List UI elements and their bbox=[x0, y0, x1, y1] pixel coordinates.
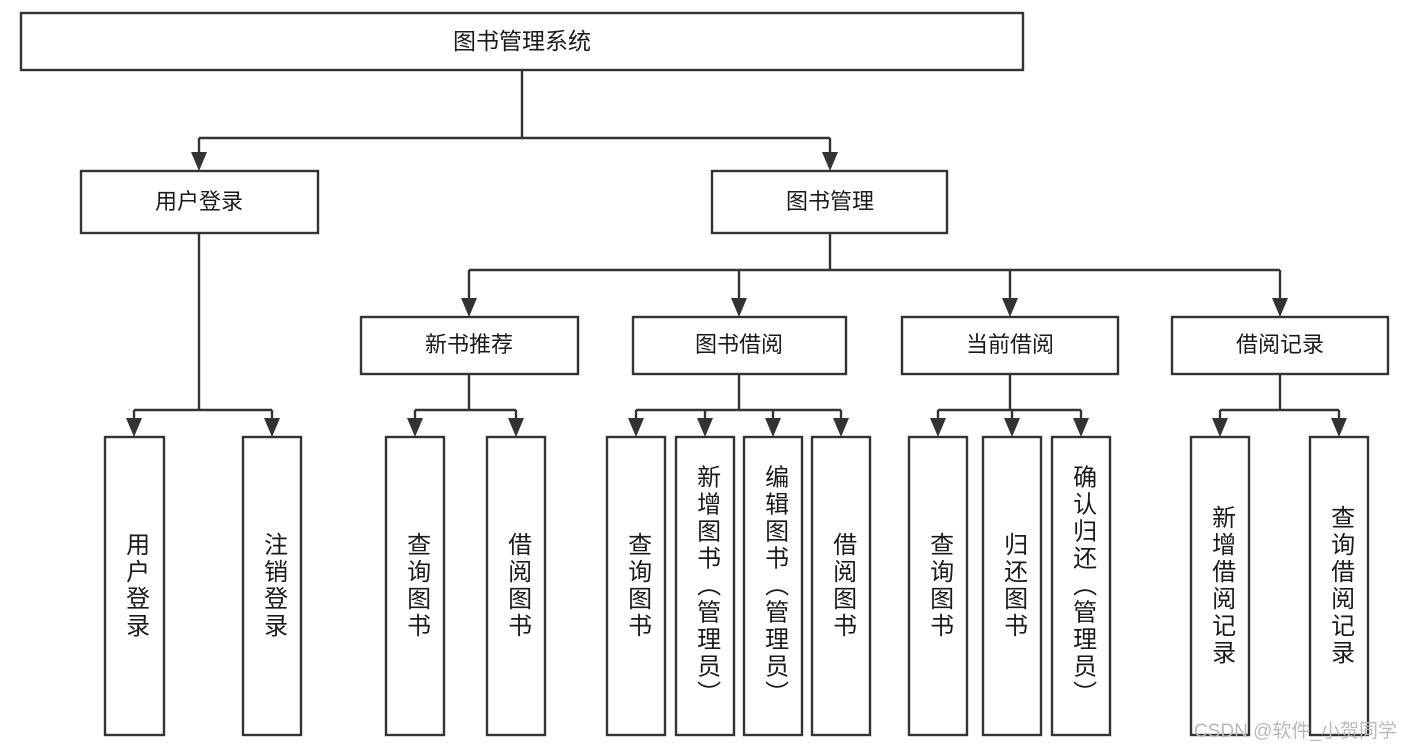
node-book-borrow-box[interactable] bbox=[631, 315, 848, 376]
leaf-node[interactable]: 新增图书（管理员） bbox=[674, 435, 736, 737]
connector-root-trunk bbox=[197, 70, 832, 160]
connector-book-manage-trunk bbox=[467, 233, 1282, 306]
arrowhead-leaf-edit-book bbox=[765, 418, 781, 437]
node-root-label: 图书管理系统 bbox=[453, 28, 591, 54]
node-new-book-rec-box[interactable] bbox=[359, 315, 580, 376]
node-user-login-box[interactable] bbox=[79, 169, 320, 235]
arrowhead-leaf-query-record bbox=[1331, 418, 1347, 437]
leaf-node[interactable]: 用户登录 bbox=[103, 435, 166, 737]
leaf-edit-book-label: 编辑图书（管理员） bbox=[761, 465, 789, 708]
leaf-return-book-label: 归还图书 bbox=[1000, 532, 1028, 640]
arrowhead-borrow-record bbox=[1272, 298, 1288, 317]
leaf-add-record-box[interactable] bbox=[1189, 435, 1251, 737]
node-current-borrow[interactable]: 当前借阅 bbox=[900, 315, 1120, 376]
leaf-borrow-book-2-label: 借阅图书 bbox=[829, 532, 857, 640]
arrowhead-leaf-borrow-book-1 bbox=[508, 418, 524, 437]
leaf-query-book-3-label: 查询图书 bbox=[926, 532, 954, 640]
arrowhead-book-borrow bbox=[731, 298, 747, 317]
arrowhead-leaf-add-record bbox=[1212, 418, 1228, 437]
node-book-manage-label: 图书管理 bbox=[786, 189, 874, 214]
leaf-borrow-book-1-label: 借阅图书 bbox=[504, 532, 532, 640]
leaf-return-book-box[interactable] bbox=[981, 435, 1043, 737]
connector-layer bbox=[126, 70, 1347, 437]
node-borrow-record-box[interactable] bbox=[1170, 315, 1390, 376]
leaf-query-book-1-label: 查询图书 bbox=[403, 532, 431, 640]
leaf-add-book-box[interactable] bbox=[674, 435, 736, 737]
leaf-add-book-label: 新增图书（管理员） bbox=[693, 465, 721, 708]
node-user-login-label: 用户登录 bbox=[155, 189, 243, 214]
leaf-node[interactable]: 查询借阅记录 bbox=[1308, 435, 1370, 737]
leaf-query-book-2-label: 查询图书 bbox=[624, 532, 652, 640]
leaf-confirm-return-box[interactable] bbox=[1050, 435, 1112, 737]
node-book-borrow[interactable]: 图书借阅 bbox=[631, 315, 848, 376]
node-book-manage-box[interactable] bbox=[710, 169, 949, 235]
leaf-add-record-label: 新增借阅记录 bbox=[1208, 505, 1236, 667]
node-root-box[interactable] bbox=[19, 11, 1025, 72]
leaf-user-login-label: 用户登录 bbox=[122, 532, 150, 640]
arrowhead-current-borrow bbox=[1002, 298, 1018, 317]
leaf-node[interactable]: 查询图书 bbox=[384, 435, 446, 737]
leaf-confirm-return-label: 确认归还（管理员） bbox=[1069, 465, 1097, 708]
node-borrow-record[interactable]: 借阅记录 bbox=[1170, 315, 1390, 376]
node-current-borrow-label: 当前借阅 bbox=[966, 332, 1054, 357]
arrowhead-user-login bbox=[191, 152, 207, 171]
leaf-query-record-label: 查询借阅记录 bbox=[1327, 505, 1355, 667]
leaf-node[interactable]: 借阅图书 bbox=[810, 435, 872, 737]
leaf-query-record-box[interactable] bbox=[1308, 435, 1370, 737]
node-new-book-rec[interactable]: 新书推荐 bbox=[359, 315, 580, 376]
node-user-login[interactable]: 用户登录 bbox=[79, 169, 320, 235]
leaf-node[interactable]: 归还图书 bbox=[981, 435, 1043, 737]
leaf-query-book-3-box[interactable] bbox=[907, 435, 969, 737]
leaf-node[interactable]: 借阅图书 bbox=[485, 435, 547, 737]
node-book-manage[interactable]: 图书管理 bbox=[710, 169, 949, 235]
leaf-node[interactable]: 注销登录 bbox=[241, 435, 303, 737]
leaf-node[interactable]: 编辑图书（管理员） bbox=[742, 435, 804, 737]
leaf-node[interactable]: 查询图书 bbox=[605, 435, 667, 737]
arrowhead-leaf-confirm-return bbox=[1073, 418, 1089, 437]
leaf-node[interactable]: 查询图书 bbox=[907, 435, 969, 737]
leaf-user-login-box[interactable] bbox=[103, 435, 166, 737]
connector-borrow-record-trunk bbox=[1218, 374, 1341, 426]
leaf-edit-book-box[interactable] bbox=[742, 435, 804, 737]
arrowhead-leaf-query-book-2 bbox=[628, 418, 644, 437]
arrowhead-leaf-add-book bbox=[697, 418, 713, 437]
arrowhead-leaf-borrow-book-2 bbox=[833, 418, 849, 437]
leaf-borrow-book-2-box[interactable] bbox=[810, 435, 872, 737]
arrowhead-book-manage bbox=[822, 152, 838, 171]
node-root[interactable]: 图书管理系统 bbox=[19, 11, 1025, 72]
arrowhead-leaf-logout bbox=[264, 418, 280, 437]
leaf-logout-label: 注销登录 bbox=[260, 532, 288, 640]
connector-new-book-rec-trunk bbox=[413, 374, 518, 426]
leaf-node[interactable]: 新增借阅记录 bbox=[1189, 435, 1251, 737]
node-book-borrow-label: 图书借阅 bbox=[695, 332, 783, 357]
connector-book-borrow-trunk bbox=[634, 374, 843, 426]
leaf-query-book-2-box[interactable] bbox=[605, 435, 667, 737]
leaf-node[interactable]: 确认归还（管理员） bbox=[1050, 435, 1112, 737]
leaf-borrow-book-1-box[interactable] bbox=[485, 435, 547, 737]
arrowhead-new-book-rec bbox=[461, 298, 477, 317]
leaf-query-book-1-box[interactable] bbox=[384, 435, 446, 737]
node-current-borrow-box[interactable] bbox=[900, 315, 1120, 376]
arrowhead-leaf-query-book-1 bbox=[407, 418, 423, 437]
connector-user-login-trunk bbox=[132, 233, 274, 426]
arrowhead-leaf-return-book bbox=[1004, 418, 1020, 437]
node-borrow-record-label: 借阅记录 bbox=[1236, 332, 1324, 357]
node-new-book-rec-label: 新书推荐 bbox=[425, 332, 513, 357]
arrowhead-leaf-user-login bbox=[126, 418, 142, 437]
leaf-logout-box[interactable] bbox=[241, 435, 303, 737]
arrowhead-leaf-query-book-3 bbox=[930, 418, 946, 437]
